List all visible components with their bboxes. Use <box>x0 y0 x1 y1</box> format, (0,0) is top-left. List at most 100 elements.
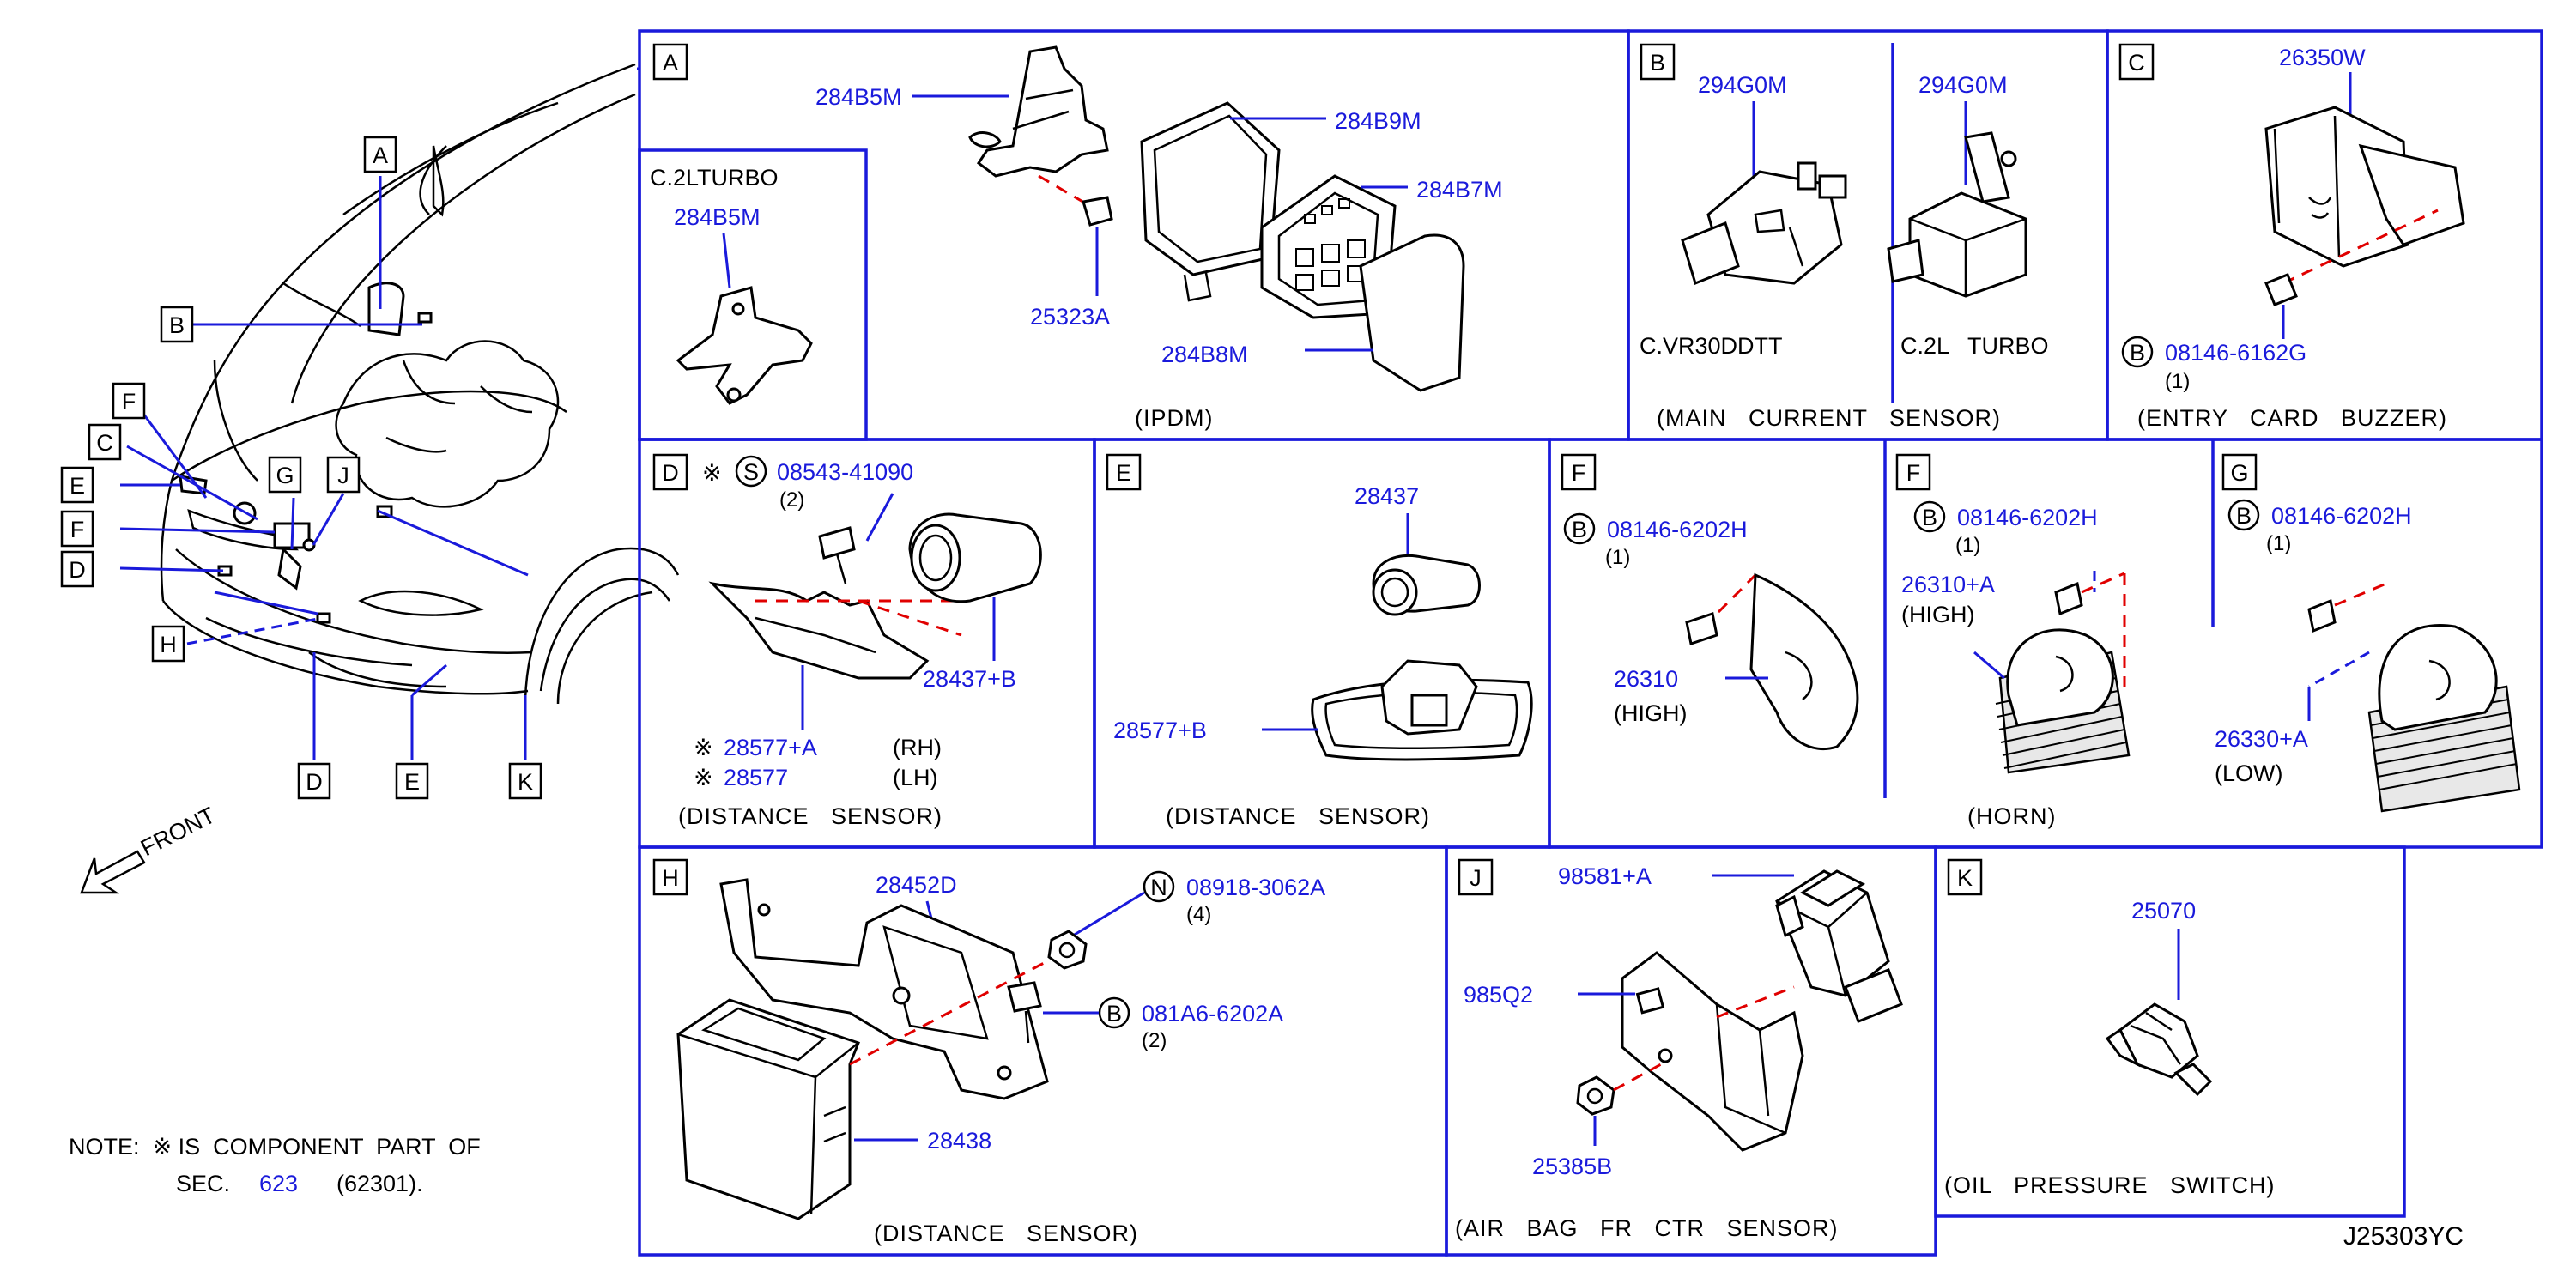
part-25070: 25070 <box>2131 898 2196 924</box>
note-sec-suffix: (62301). <box>336 1171 423 1196</box>
panel-d-caption: (DISTANCE SENSOR) <box>678 803 943 829</box>
panel-e-letter: E <box>1116 460 1131 486</box>
panel-f2-qty: (1) <box>1955 534 1980 557</box>
callout-g-label: G <box>276 463 294 488</box>
panel-b-caption: (MAIN CURRENT SENSOR) <box>1657 405 2001 431</box>
panel-d-mark-lh: ※ <box>694 765 713 790</box>
panel-c-caption: (ENTRY CARD BUZZER) <box>2137 405 2447 431</box>
panel-g-qty: (1) <box>2266 532 2291 555</box>
panel-b-variant-turbo: C.2L TURBO <box>1900 333 2049 359</box>
panel-f1-qty: (1) <box>1605 546 1630 569</box>
part-25385b: 25385B <box>1532 1154 1612 1179</box>
panel-frames <box>638 29 2543 1257</box>
panel-d-side-lh: (LH) <box>893 765 938 790</box>
part-985q2: 985Q2 <box>1464 982 1533 1008</box>
callout-f-top-label: F <box>122 389 136 415</box>
part-08543-41090: 08543-41090 <box>777 459 913 485</box>
callout-e-bottom-label: E <box>404 769 420 795</box>
part-08918-3062a: 08918-3062A <box>1186 875 1325 900</box>
panel-d: D ※ S 08543-41090 (2) 28437+B ※ 28577+A … <box>652 453 1042 829</box>
car-overview <box>160 63 680 705</box>
panel-f2-letter: F <box>1906 460 1921 486</box>
part-08146-6162g: 08146-6162G <box>2165 340 2306 366</box>
panel-f1-bolt-symbol: B <box>1572 517 1587 542</box>
panel-h-letter: H <box>662 865 679 891</box>
part-284b8m: 284B8M <box>1161 342 1248 367</box>
part-284b5m-turbo: 284B5M <box>674 204 761 230</box>
panel-f2-variant: (HIGH) <box>1901 602 1974 627</box>
overview-letter-boxes: A B C F E F D G J H D E K <box>60 136 542 800</box>
part-26310: 26310 <box>1614 666 1678 692</box>
panel-b-letter: B <box>1650 50 1665 76</box>
panel-d-screw-symbol: S <box>743 459 759 485</box>
panel-g-bolt-symbol: B <box>2236 503 2252 529</box>
panel-c-bolt-symbol: B <box>2130 340 2145 366</box>
part-98581-a: 98581+A <box>1558 863 1652 889</box>
part-28437-b: 28437+B <box>923 666 1016 692</box>
part-284b9m: 284B9M <box>1335 108 1421 134</box>
panel-h: H 28452D N 08918-3062A (4) B 081A6-6202A… <box>652 858 1325 1246</box>
panel-d-qty: (2) <box>779 488 804 512</box>
part-294g0m-vr30: 294G0M <box>1698 72 1787 98</box>
panel-g-variant: (LOW) <box>2215 760 2282 786</box>
callout-j-label: J <box>337 463 349 488</box>
note-sec-prefix: SEC. <box>176 1171 230 1196</box>
part-26310-a: 26310+A <box>1901 572 1995 597</box>
panel-f1-variant: (HIGH) <box>1614 700 1687 726</box>
panel-c-letter: C <box>2128 50 2145 76</box>
panel-f2-bolt-symbol: B <box>1922 505 1937 530</box>
callout-b-label: B <box>169 312 185 338</box>
callout-c-label: C <box>96 430 113 456</box>
panel-d-letter: D <box>662 460 679 486</box>
panel-f1-letter: F <box>1572 460 1586 486</box>
sec-623-link[interactable]: 623 <box>259 1171 298 1196</box>
panel-h-caption: (DISTANCE SENSOR) <box>874 1220 1138 1246</box>
front-label: FRONT <box>136 802 219 861</box>
part-284b5m: 284B5M <box>815 84 902 110</box>
callout-e-left-label: E <box>70 473 85 499</box>
callout-h-label: H <box>160 632 177 657</box>
part-28438: 28438 <box>927 1128 991 1154</box>
part-28577: 28577 <box>724 765 788 790</box>
panel-h-nut-symbol: N <box>1150 875 1167 900</box>
panel-a: A C.2LTURBO 284B5M 284B5M 25323A 284B9M … <box>650 43 1503 431</box>
part-26350w: 26350W <box>2279 45 2366 70</box>
panel-j-letter: J <box>1470 865 1482 891</box>
part-08146-6202h-f1: 08146-6202H <box>1607 517 1748 542</box>
part-25323a: 25323A <box>1030 304 1110 330</box>
part-28452d: 28452D <box>876 872 957 898</box>
panel-h-bolt-symbol: B <box>1106 1001 1122 1027</box>
panel-f1: F B 08146-6202H (1) 26310 (HIGH) <box>1561 453 1859 751</box>
panel-d-mark-rh: ※ <box>694 735 713 760</box>
panel-g-letter: G <box>2230 460 2248 486</box>
panel-b: B 294G0M C.VR30DDTT 294G0M C.2L TURBO (M… <box>1640 43 2049 431</box>
panel-d-side-rh: (RH) <box>893 735 942 760</box>
overview-callouts <box>119 176 529 760</box>
part-26330-a: 26330+A <box>2215 726 2308 752</box>
callout-a-label: A <box>373 142 388 168</box>
panel-b-variant-vr30: C.VR30DDTT <box>1640 333 1783 359</box>
part-28577-b: 28577+B <box>1113 718 1207 743</box>
callout-f-left-label: F <box>70 517 85 542</box>
panel-e-caption: (DISTANCE SENSOR) <box>1166 803 1430 829</box>
sec-623-link-text: 623 <box>259 1171 298 1196</box>
horn-caption: (HORN) <box>1967 803 2056 829</box>
part-28577-a: 28577+A <box>724 735 817 760</box>
note-block: NOTE: ※ IS COMPONENT PART OF SEC. 623 (6… <box>69 1134 481 1196</box>
part-08146-6202h-g: 08146-6202H <box>2271 503 2412 529</box>
diagram-id: J25303YC <box>2343 1222 2464 1251</box>
panel-j: J 98581+A 985Q2 25385B (AIR BAG FR CTR S… <box>1455 858 1903 1241</box>
front-arrow: FRONT <box>80 802 220 894</box>
part-08146-6202h-f2: 08146-6202H <box>1957 505 2098 530</box>
part-284b7m: 284B7M <box>1416 177 1503 203</box>
panel-h-qty-nut: (4) <box>1186 903 1211 926</box>
panel-c: C 26350W B 08146-6162G (1) (ENTRY CARD B… <box>2118 43 2465 431</box>
panel-d-mark: ※ <box>702 460 722 486</box>
panel-a-letter: A <box>663 50 678 76</box>
note-line1: NOTE: ※ IS COMPONENT PART OF <box>69 1134 481 1160</box>
callout-k-label: K <box>518 769 533 795</box>
part-081a6-6202a: 081A6-6202A <box>1142 1001 1283 1027</box>
panel-a-sublabel: C.2LTURBO <box>650 165 779 191</box>
